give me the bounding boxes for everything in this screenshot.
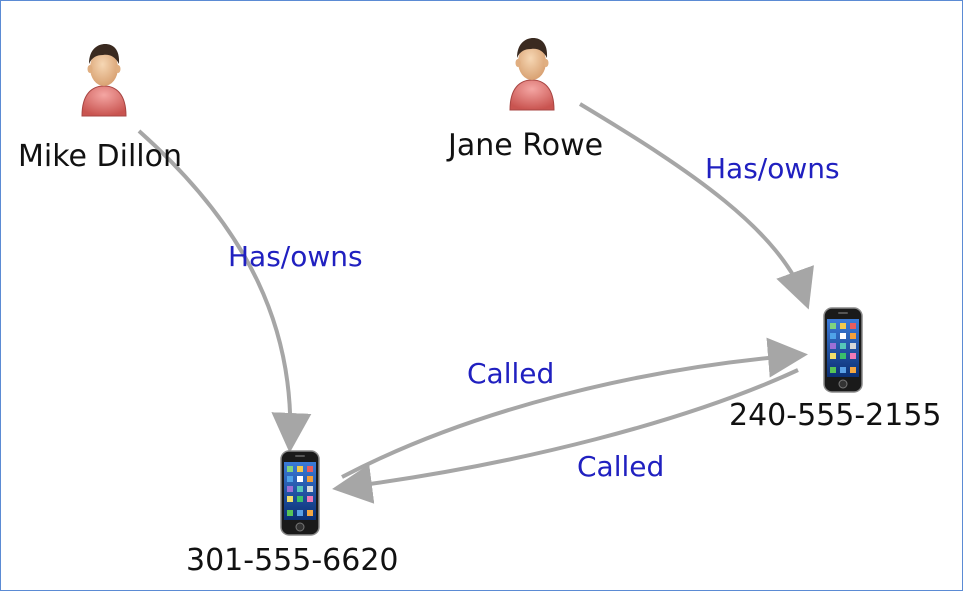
edge-call-b-to-a (332, 368, 799, 504)
edge-mike-owns (137, 129, 312, 453)
person-icon (509, 37, 555, 111)
node-label-phone-a: 301-555-6620 (186, 543, 399, 578)
edge-label-call-a-to-b: Called (467, 357, 554, 390)
edge-jane-owns (578, 102, 814, 310)
node-label-phone-b: 240-555-2155 (729, 398, 942, 433)
edge-label-call-b-to-a: Called (577, 450, 664, 483)
person-icon (81, 43, 127, 117)
edge-label-jane-owns: Has/owns (705, 152, 840, 185)
node-label-jane: Jane Rowe (446, 128, 603, 163)
phone-icon (823, 307, 863, 393)
edge-label-mike-owns: Has/owns (228, 240, 363, 273)
edge-call-a-to-b (341, 337, 808, 479)
phone-icon (280, 450, 320, 536)
node-label-mike: Mike Dillon (18, 139, 182, 174)
